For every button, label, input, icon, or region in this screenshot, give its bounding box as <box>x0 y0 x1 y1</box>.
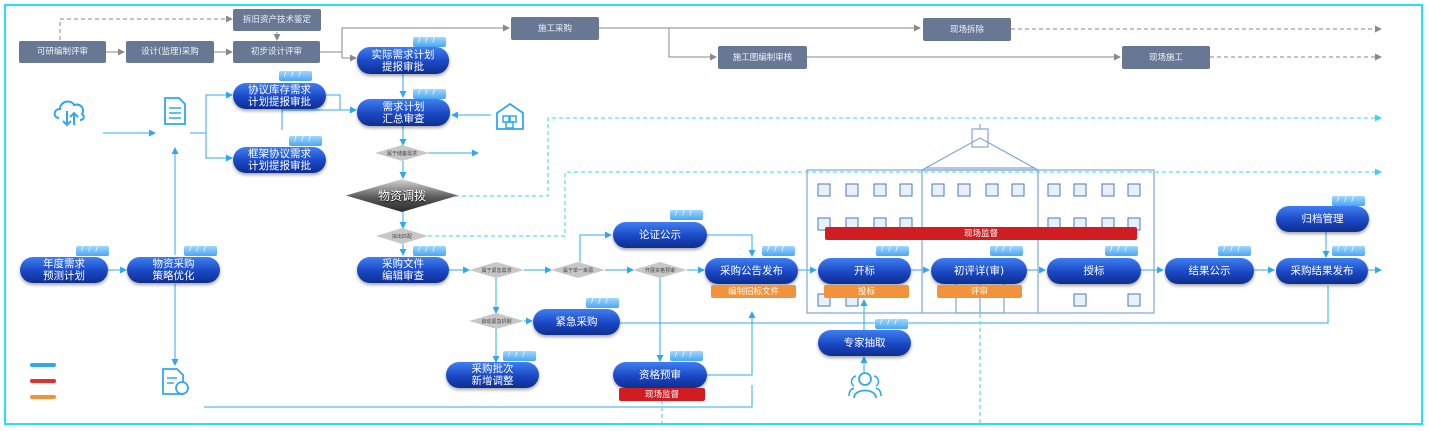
status-tag <box>586 296 619 308</box>
status-tag <box>990 244 1023 256</box>
status-tag <box>1332 244 1365 256</box>
stage-site-construction[interactable]: 现场施工 <box>1122 46 1210 69</box>
node-result-publicity[interactable]: 结果公示 <box>1165 258 1254 284</box>
status-tag <box>76 244 109 256</box>
warehouse-icon <box>496 102 524 130</box>
stage-drawing-review[interactable]: 施工图编制审核 <box>718 46 807 69</box>
node-actual-demand-plan[interactable]: 实际需求计划 提报审批 <box>357 47 449 74</box>
people-icon <box>848 372 882 399</box>
node-annual-demand-forecast[interactable]: 年度需求 预测计划 <box>20 257 108 283</box>
node-prequalification[interactable]: 资格预审 <box>613 362 707 388</box>
diagram-frame <box>4 4 1423 425</box>
node-bid-opening[interactable]: 开标 <box>818 258 911 284</box>
node-framework-agreement-plan[interactable]: 框架协议需求 计划提报审批 <box>233 147 326 173</box>
decision-reserve-demand: 属于储备需求 <box>375 145 429 161</box>
decision-emergency-demand: 属于紧急需求 <box>469 262 524 278</box>
status-tag <box>875 317 908 329</box>
node-expert-selection[interactable]: 专家抽取 <box>818 330 911 356</box>
status-tag <box>503 349 536 361</box>
node-award[interactable]: 授标 <box>1047 258 1141 284</box>
stage-site-demolition[interactable]: 现场拆除 <box>923 18 1011 41</box>
stage-construction-procurement[interactable]: 施工采购 <box>511 17 599 40</box>
node-batch-adjustment[interactable]: 采购批次 新增调整 <box>446 362 539 388</box>
node-agreement-stock-plan[interactable]: 协议库存需求 计划提报审批 <box>233 83 326 109</box>
status-tag <box>289 134 322 146</box>
node-material-allocation[interactable]: 物资调拨 <box>346 179 458 212</box>
stage-asset-appraisal[interactable]: 拆旧资产技术鉴定 <box>233 9 321 31</box>
building-illustration <box>806 124 1155 314</box>
node-preliminary-evaluation[interactable]: 初评详(审) <box>931 258 1027 284</box>
node-procurement-document-review[interactable]: 采购文件 编辑审查 <box>357 257 449 283</box>
cloud-upload-icon <box>53 100 85 127</box>
status-tag <box>762 244 795 256</box>
legend-swatch-red <box>30 379 56 383</box>
node-result-release[interactable]: 采购结果发布 <box>1276 258 1368 284</box>
node-demonstration-publicity[interactable]: 论证公示 <box>613 222 707 248</box>
status-tag <box>413 35 446 47</box>
legend-swatch-orange <box>30 395 56 399</box>
status-tag <box>1218 244 1251 256</box>
node-procurement-strategy[interactable]: 物资采购 策略优化 <box>127 257 220 283</box>
decision-emergency-mechanism: 启动紧急机制 <box>469 313 524 329</box>
status-tag <box>413 244 446 256</box>
badge-evaluation: 评审 <box>937 285 1022 298</box>
status-tag <box>413 87 446 99</box>
node-emergency-procurement[interactable]: 紧急采购 <box>533 309 620 335</box>
status-tag <box>1332 194 1365 206</box>
document-icon <box>164 97 186 125</box>
stage-feasibility[interactable]: 可研编制评审 <box>19 41 106 63</box>
status-tag <box>279 69 312 81</box>
status-tag <box>670 349 703 361</box>
node-announcement-release[interactable]: 采购公告发布 <box>705 258 798 284</box>
status-tag <box>670 208 703 220</box>
decision-prequalification: 开展资格预审 <box>633 262 687 278</box>
stage-design-procurement[interactable]: 设计(监理)采购 <box>126 41 214 63</box>
node-archive-management[interactable]: 归档管理 <box>1276 206 1369 232</box>
legend-swatch-blue <box>30 363 56 367</box>
node-demand-summary-review[interactable]: 需求计划 汇总审查 <box>357 99 450 126</box>
document-search-icon <box>162 368 189 395</box>
status-tag <box>876 244 909 256</box>
status-tag <box>1105 244 1138 256</box>
badge-site-supervision: 现场监督 <box>825 227 1137 240</box>
badge-site-supervision: 现场监督 <box>619 388 705 401</box>
status-tag <box>184 244 217 256</box>
decision-single-source: 属于单一来源 <box>551 262 605 278</box>
decision-matching: 拟出匹配 <box>376 228 428 244</box>
stage-preliminary-review[interactable]: 初步设计评审 <box>233 41 320 63</box>
badge-bidding-documents: 编制招标文件 <box>711 285 796 298</box>
badge-bidding: 投标 <box>824 285 909 298</box>
